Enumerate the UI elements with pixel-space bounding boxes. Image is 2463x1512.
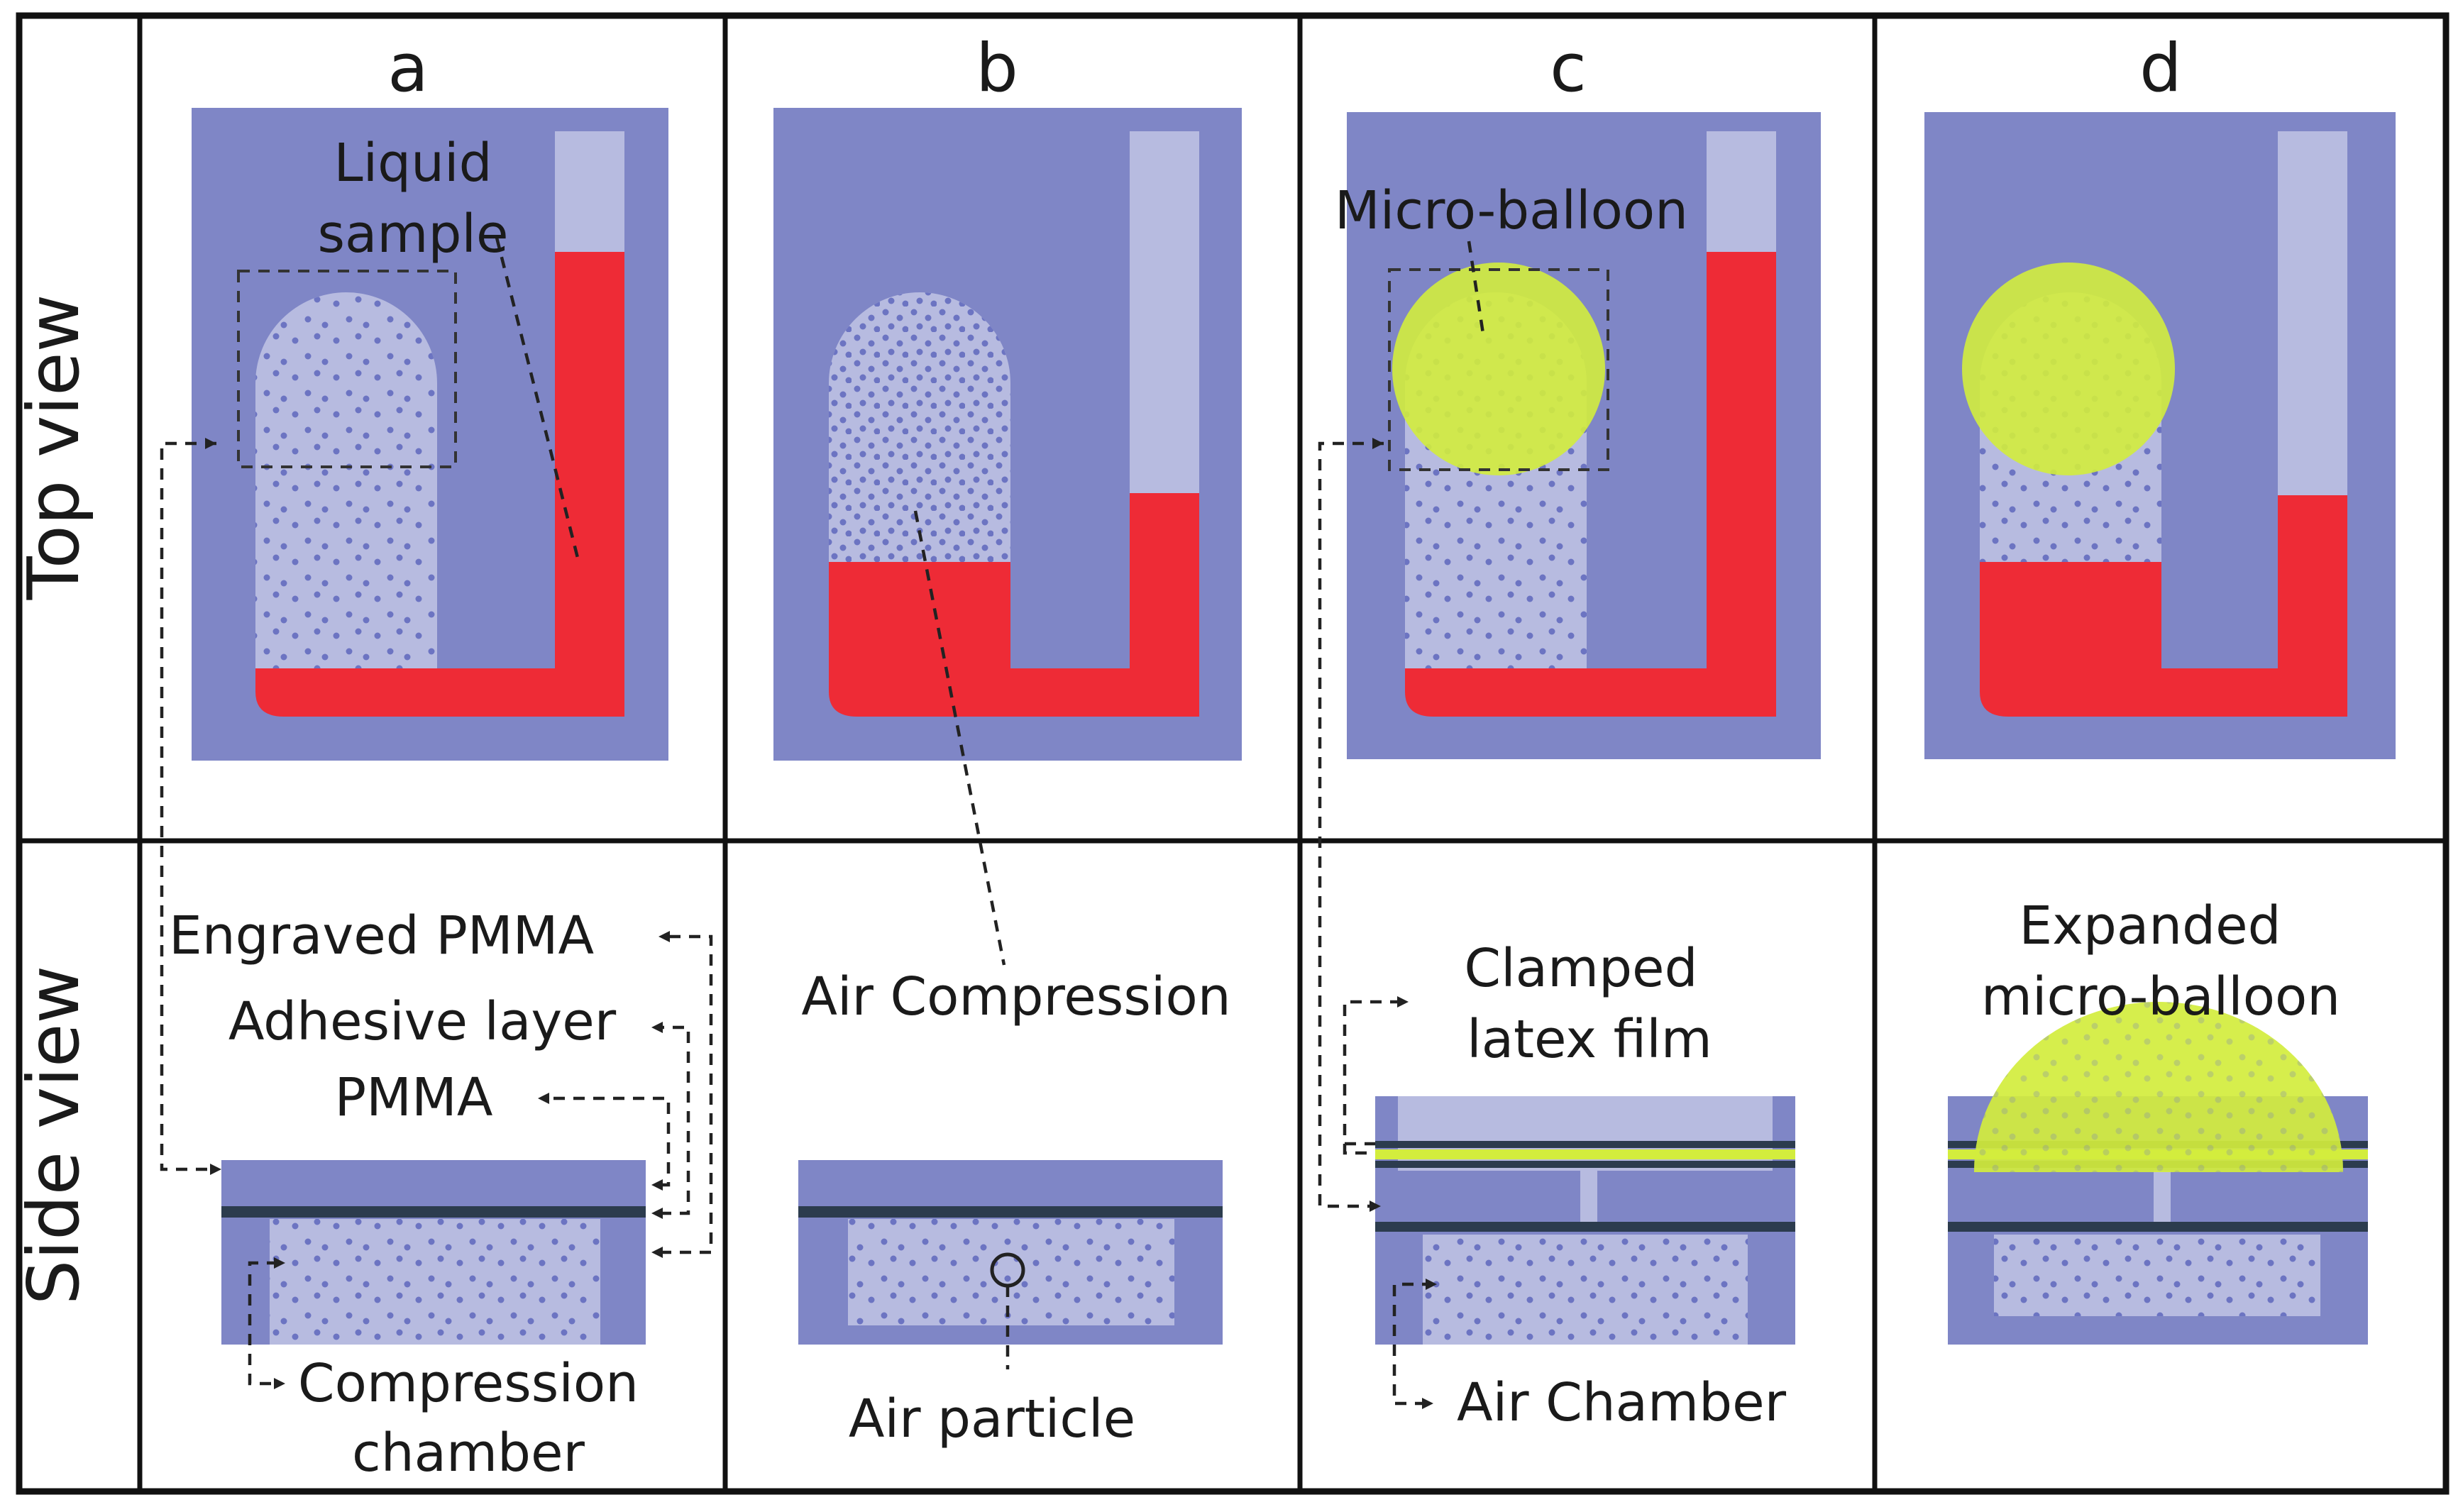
label-micro-balloon: Micro-balloon (1335, 180, 1688, 241)
adhesive-layer (221, 1206, 646, 1218)
side-view-b (798, 1160, 1223, 1345)
arrowhead (651, 1208, 663, 1219)
arrowhead (1372, 438, 1384, 449)
arrowhead (1370, 1201, 1381, 1212)
arrowhead (1397, 996, 1409, 1008)
arrowhead (210, 1164, 221, 1175)
leader-engraved-pmma (660, 934, 713, 1254)
label-liquid-sample-line2: sample (317, 204, 508, 265)
clamp-adhesive-bottom (1375, 1161, 1795, 1168)
top-view-d (1924, 112, 2396, 759)
leader-air-compression (913, 510, 1006, 966)
label-air-compression: Air Compression (801, 966, 1230, 1027)
zoom-region-box (1388, 268, 1609, 471)
panel-letter-d: d (2139, 30, 2182, 107)
arrowhead (274, 1257, 285, 1269)
vent-channel (2278, 131, 2347, 500)
clamp-adhesive-top (1375, 1141, 1795, 1148)
arrowhead (651, 1247, 663, 1258)
air-dots (1974, 1002, 2343, 1172)
liquid-sample-channel (1980, 495, 2347, 717)
latex-film (1375, 1149, 1795, 1159)
leader-compression-chamber (248, 1261, 278, 1386)
vent-channel (1707, 131, 1776, 255)
arrowhead (538, 1093, 549, 1104)
side-view-c (1375, 1096, 1795, 1345)
label-expanded-micro-balloon-line2: micro-balloon (1981, 966, 2340, 1027)
panel-letter-a: a (387, 30, 429, 107)
arrowhead (659, 931, 670, 942)
label-clamped-latex-film-line1: Clamped (1464, 938, 1697, 999)
top-view-b (773, 108, 1242, 761)
side-view-a (221, 1160, 646, 1345)
label-adhesive-layer: Adhesive layer (228, 991, 617, 1052)
arrowhead (651, 1022, 663, 1033)
label-compression-chamber-line2: chamber (352, 1423, 585, 1484)
liquid-sample-channel (255, 252, 624, 717)
expanded-micro-balloon (1962, 263, 2175, 475)
leader-micro-balloon (1467, 241, 1485, 334)
arrowhead (1426, 1279, 1437, 1290)
air-dots (1423, 1235, 1748, 1345)
label-air-particle: Air particle (849, 1389, 1135, 1450)
label-air-chamber: Air Chamber (1457, 1372, 1787, 1433)
air-dots (270, 1219, 600, 1345)
top-view-c (1347, 112, 1821, 759)
outer-frame (16, 12, 2450, 1495)
leader-zoom-to-side-c (1318, 441, 1384, 1208)
micro-balloon (1392, 263, 1605, 475)
arrowhead (274, 1378, 285, 1389)
vent-channel (1130, 131, 1199, 497)
labels: Liquid sample Engraved PMMA Adhesive lay… (169, 133, 2340, 1484)
air-dots-dense (829, 292, 1010, 562)
leader-liquid-sample (495, 237, 580, 561)
air-dots (255, 292, 437, 668)
grid (16, 12, 2450, 1495)
air-dots (1994, 1235, 2320, 1316)
label-pmma: PMMA (335, 1067, 493, 1128)
label-engraved-pmma: Engraved PMMA (169, 905, 595, 966)
label-expanded-micro-balloon-line1: Expanded (2019, 895, 2281, 956)
leader-lines (160, 237, 1485, 1409)
panel-letter-b: b (976, 30, 1018, 107)
leader-pmma (546, 1096, 671, 1187)
zoom-region-box (237, 270, 457, 468)
row-label-side-view: Side view (12, 966, 95, 1305)
label-compression-chamber-line1: Compression (298, 1353, 639, 1414)
label-liquid-sample-line1: Liquid (334, 133, 492, 194)
arrowhead (1422, 1398, 1433, 1409)
air-dots (848, 1219, 1174, 1325)
panel-letter-c: c (1550, 30, 1587, 107)
side-view-d (1948, 1002, 2368, 1345)
leader-zoom-to-side-a (160, 441, 216, 1171)
adhesive-layer (1948, 1222, 2368, 1232)
top-view-a (192, 108, 668, 761)
adhesive-layer (1375, 1222, 1795, 1232)
arrowhead (205, 438, 216, 449)
air-vent (2154, 1171, 2171, 1224)
liquid-sample-channel (829, 493, 1199, 717)
leader-clamped-latex-film (1343, 1000, 1401, 1155)
vent-channel (555, 131, 624, 255)
row-label-top-view: Top view (12, 294, 95, 601)
air-vent (1580, 1171, 1597, 1224)
liquid-sample-channel (1405, 252, 1776, 717)
adhesive-layer (798, 1206, 1223, 1218)
label-clamped-latex-film-line2: latex film (1467, 1009, 1712, 1070)
leader-adhesive-layer (660, 1025, 690, 1215)
arrowhead (651, 1179, 663, 1191)
